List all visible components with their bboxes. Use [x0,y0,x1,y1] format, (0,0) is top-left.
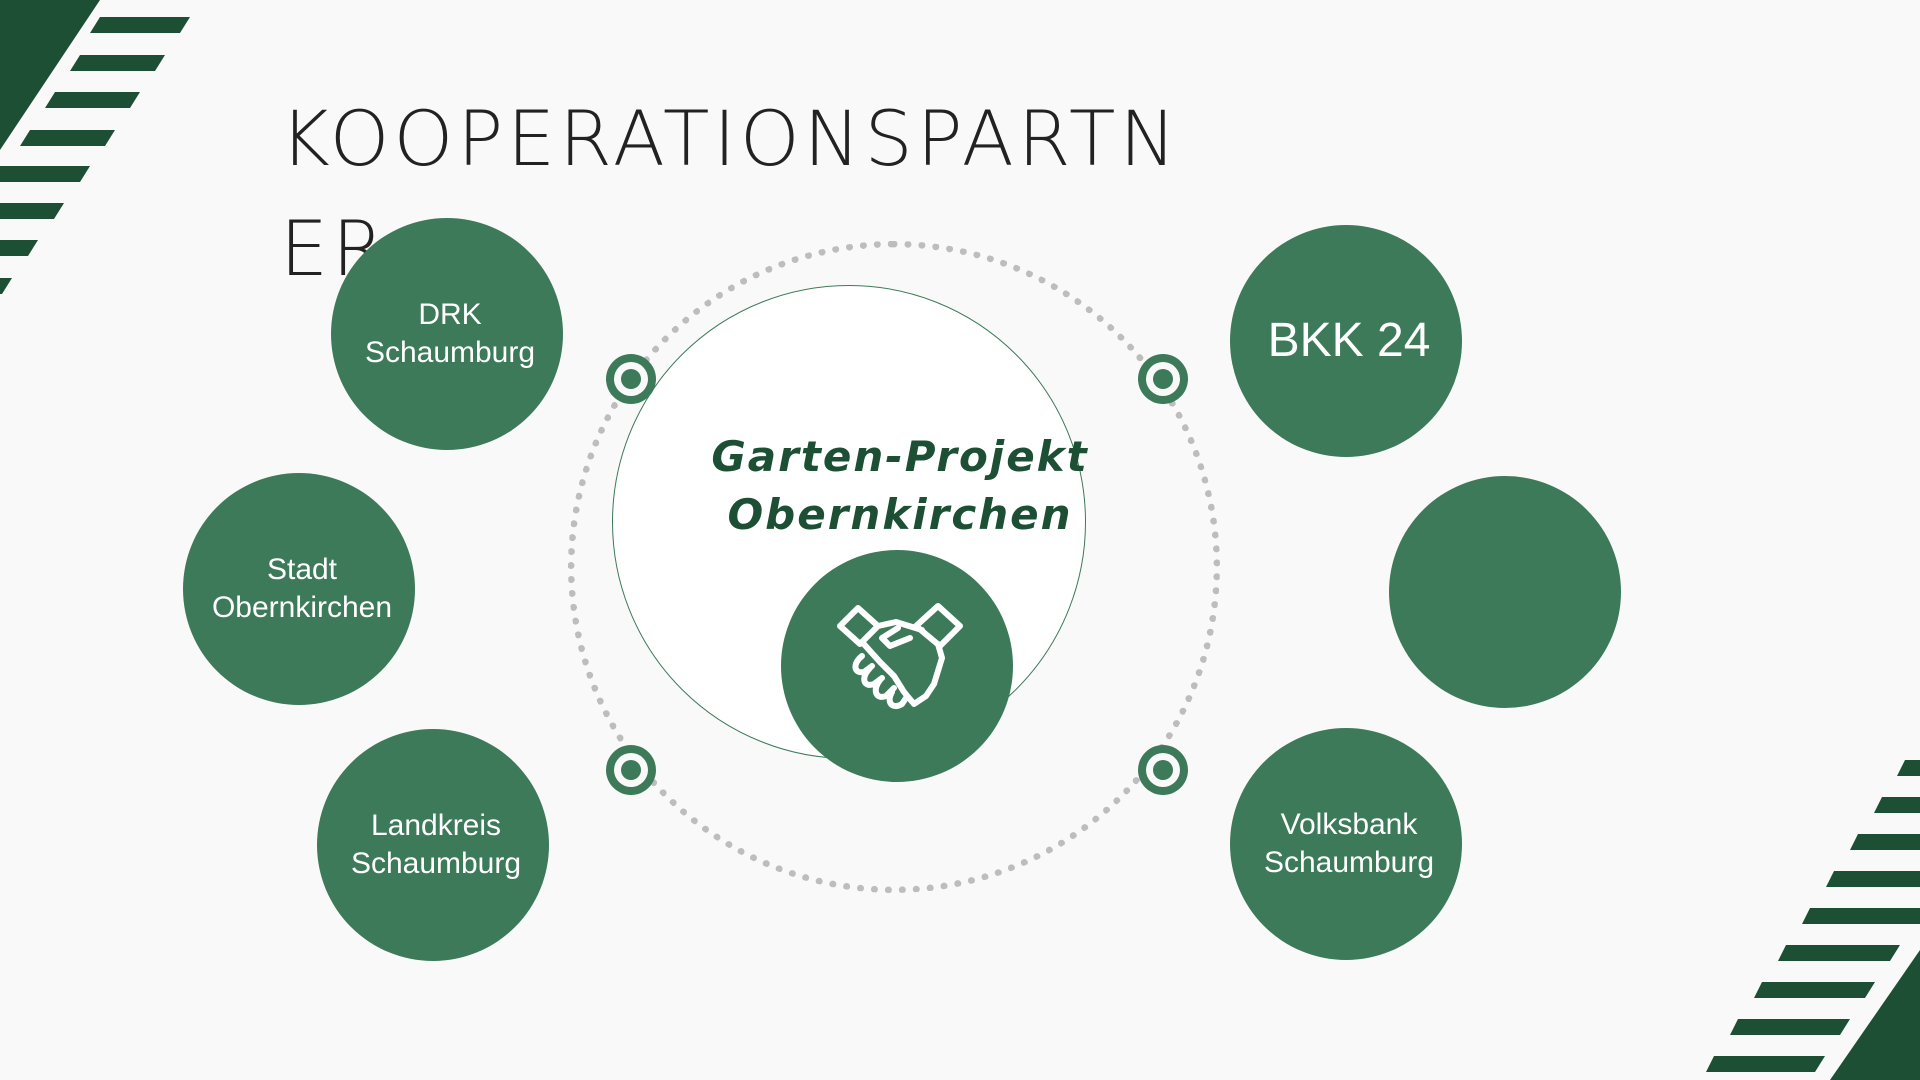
project-title-line-2: Obernkirchen [727,490,1073,539]
partner-bkk-24: BKK 24 [1230,225,1462,457]
partner-stadt-obernkirchen: Stadt Obernkirchen [183,473,415,705]
partner-label: DRK Schaumburg [364,298,536,369]
corner-stripes-bottom-right [1706,760,1920,1080]
partner-empty [1389,476,1621,708]
project-title-line-1: Garten-Projekt [711,432,1089,481]
partner-label: Stadt Obernkirchen [211,553,393,624]
connector-node-bottom-right [1138,745,1188,795]
partner-label: BKK 24 [1267,314,1431,367]
partner-drk-schaumburg: DRK Schaumburg [331,218,563,450]
partner-volksbank-schaumburg: Volksbank Schaumburg [1230,728,1462,960]
handshake-badge [781,550,1013,782]
partner-landkreis-schaumburg: Landkreis Schaumburg [317,729,549,961]
connector-node-top-right [1138,354,1188,404]
corner-stripes-top-left [0,0,190,294]
partner-label: Volksbank Schaumburg [1263,808,1435,879]
dotted-ring [568,241,1220,893]
connector-node-bottom-left [606,745,656,795]
project-title: Garten-Projekt Obernkirchen [700,428,1100,544]
partner-label: Landkreis Schaumburg [350,809,522,880]
connector-node-top-left [606,354,656,404]
handshake-icon [837,603,963,710]
